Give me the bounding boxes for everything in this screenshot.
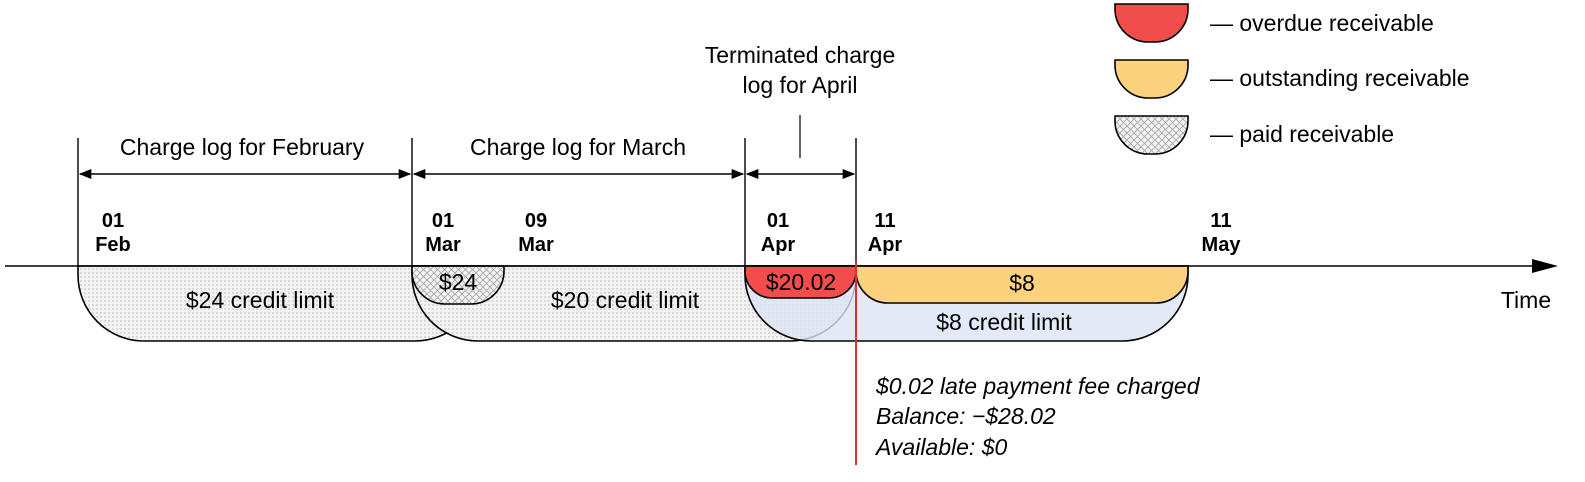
march-credit-limit-label: $20 credit limit (551, 287, 700, 313)
legend-overdue-swatch (1114, 3, 1189, 43)
date-may11-day: 11 (1210, 210, 1231, 232)
date-apr01-day: 01 (767, 210, 789, 232)
date-mar09-day: 09 (525, 210, 547, 232)
date-may11-month: May (1202, 234, 1242, 256)
march-paid-amount-label: $24 (439, 269, 478, 295)
legend-overdue-label: — overdue receivable (1210, 10, 1434, 36)
legend-outstanding-label: — outstanding receivable (1210, 65, 1470, 91)
april-overdue-amount-label: $20.02 (766, 269, 836, 295)
date-apr11-month: Apr (868, 234, 903, 256)
february-credit-limit-label: $24 credit limit (186, 287, 335, 313)
legend-outstanding-swatch (1114, 59, 1189, 99)
date-apr11-day: 11 (874, 210, 895, 232)
late-fee-annotation-line1: $0.02 late payment fee charged (875, 373, 1201, 399)
date-mar09-month: Mar (518, 234, 554, 256)
april-outstanding-amount-label: $8 (1009, 270, 1035, 296)
date-feb01-day: 01 (102, 210, 124, 232)
march-paid-receivable-shape (411, 265, 505, 305)
date-feb01-month: Feb (95, 234, 131, 256)
time-axis-label: Time (1501, 287, 1551, 313)
march-period-label: Charge log for March (470, 134, 686, 160)
late-fee-annotation-line2: Balance: −$28.02 (876, 403, 1056, 429)
february-period-label: Charge log for February (120, 134, 365, 160)
april-period-label-line1: Terminated charge (705, 42, 896, 68)
late-fee-annotation-line3: Available: $0 (874, 434, 1007, 460)
date-mar01-month: Mar (425, 234, 461, 256)
date-mar01-day: 01 (432, 210, 454, 232)
april-credit-limit-label: $8 credit limit (936, 309, 1072, 335)
legend-paid-label: — paid receivable (1210, 121, 1394, 147)
date-apr01-month: Apr (761, 234, 796, 256)
april-period-label-line2: log for April (742, 72, 857, 98)
time-axis-arrowhead (1532, 259, 1558, 273)
legend-paid-swatch (1114, 115, 1189, 155)
legend: — overdue receivable — outstanding recei… (1114, 3, 1470, 155)
april-outstanding-receivable-shape (855, 265, 1189, 304)
